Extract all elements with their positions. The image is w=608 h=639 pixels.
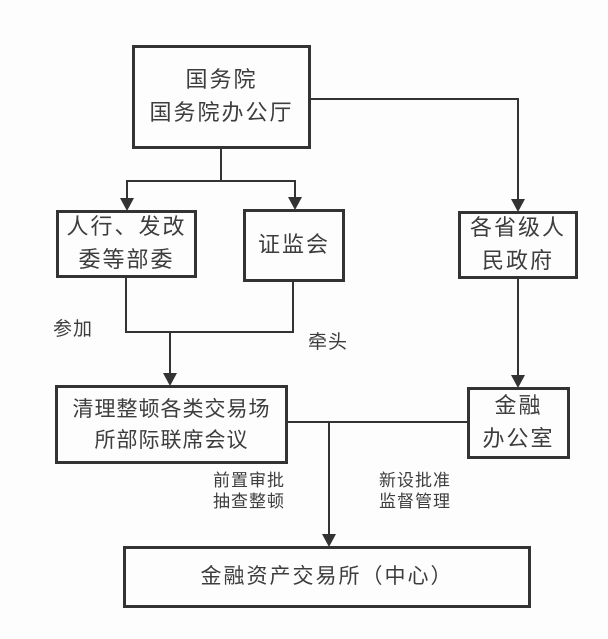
line-split-horizontal	[126, 180, 296, 182]
arrowhead-to-ministries	[120, 198, 134, 211]
edge-label-pre-approval: 前置审批 抽查整顿	[213, 471, 285, 513]
node-joint-conference: 清理整顿各类交易场 所部际联席会议	[55, 385, 288, 464]
node-csrc: 证监会	[243, 209, 345, 282]
line-statecouncil-down	[220, 148, 222, 182]
node-exchange-center: 金融资产交易所（中心）	[123, 546, 531, 608]
arrowhead-to-csrc	[288, 197, 302, 210]
line-to-joint-conference	[169, 331, 171, 374]
node-finance-office: 金融 办公室	[467, 387, 570, 459]
node-provincial-gov: 各省级人 民政府	[458, 211, 578, 279]
line-provincial-down	[517, 278, 519, 376]
line-csrc-down	[292, 281, 294, 333]
edge-label-participate: 参加	[53, 318, 94, 340]
arrowhead-to-provincial-gov	[511, 199, 525, 212]
edge-label-lead: 牵头	[308, 331, 349, 353]
line-merge-horizontal	[125, 331, 294, 333]
line-to-csrc	[294, 180, 296, 198]
line-joint-to-finance-office	[287, 421, 467, 423]
line-to-ministries	[126, 180, 128, 199]
line-ministries-down	[125, 277, 127, 333]
node-ministries: 人行、发改 委等部委	[56, 210, 197, 278]
node-state-council: 国务院 国务院办公厅	[132, 45, 311, 149]
line-statecouncil-right	[309, 98, 519, 100]
arrowhead-to-exchange-center	[322, 534, 336, 547]
arrowhead-to-finance-office	[511, 375, 525, 388]
line-to-exchange-center	[328, 421, 330, 535]
arrowhead-to-joint-conference	[163, 373, 177, 386]
line-to-provincial-gov	[517, 98, 519, 199]
edge-label-new-setup: 新设批准 监督管理	[379, 471, 451, 513]
